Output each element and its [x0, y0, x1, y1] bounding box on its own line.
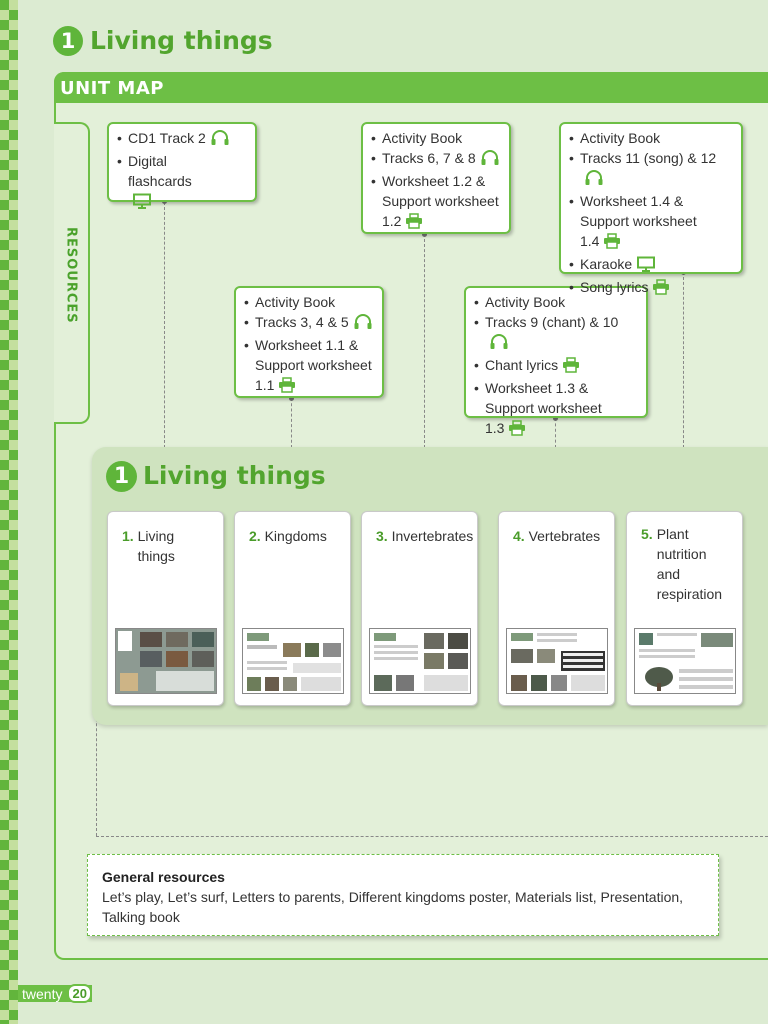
page-word: twenty	[22, 985, 63, 1002]
lesson-title: 5.Plant nutrition and respiration	[641, 526, 723, 602]
connector-line	[164, 202, 165, 448]
resources-tab	[54, 122, 90, 424]
connector-line	[96, 836, 768, 837]
general-resources-box: General resources Let’s play, Let’s surf…	[87, 854, 719, 936]
connector-line	[291, 398, 292, 448]
resource-item: Activity Book	[244, 292, 374, 312]
resource-box-3: Activity Book Tracks 6, 7 & 8 Worksheet …	[361, 122, 511, 234]
resource-item: Worksheet 1.1 & Support worksheet 1.1	[244, 335, 374, 398]
resource-item: Worksheet 1.2 & Support worksheet 1.2	[371, 171, 501, 234]
lesson-card-2[interactable]: 2. Kingdoms	[234, 511, 351, 706]
unit-map-label: UNIT MAP	[60, 78, 164, 99]
resource-item: Tracks 6, 7 & 8	[371, 148, 501, 171]
resource-item: Song lyrics	[569, 277, 733, 300]
unit-panel-title: Living things	[143, 461, 326, 490]
printer-icon	[562, 357, 580, 378]
lesson-card-4[interactable]: 4. Vertebrates	[498, 511, 615, 706]
resource-box-1: CD1 Track 2 Digital flashcards	[107, 122, 257, 209]
resource-item: CD1 Track 2	[117, 128, 247, 151]
resource-item: Tracks 11 (song) & 12	[569, 148, 733, 191]
page-edge-stripes	[0, 0, 18, 1024]
resources-label-wrap: RESOURCES	[56, 227, 86, 324]
lesson-title: 2. Kingdoms	[249, 528, 327, 544]
lesson-card-3[interactable]: 3. Invertebrates	[361, 511, 478, 706]
resource-box-5: Activity Book Tracks 11 (song) & 12 Work…	[559, 122, 743, 297]
lesson-thumbnail	[369, 628, 471, 694]
lesson-title: 4. Vertebrates	[513, 528, 601, 544]
unit-panel-number-badge: 1	[106, 461, 137, 492]
headphones-icon	[489, 334, 509, 355]
resource-box-4: Activity Book Tracks 9 (chant) & 10 Chan…	[464, 286, 648, 436]
printer-icon	[405, 213, 423, 234]
resource-item: Tracks 9 (chant) & 10	[474, 312, 638, 355]
headphones-icon	[210, 130, 230, 151]
resource-box-2: Activity Book Tracks 3, 4 & 5 Worksheet …	[234, 286, 384, 398]
general-resources-heading: General resources	[102, 869, 225, 885]
printer-icon	[652, 279, 670, 300]
printer-icon	[278, 377, 296, 398]
resource-item: Karaoke	[569, 254, 733, 277]
resource-item: Worksheet 1.3 & Support worksheet 1.3	[474, 378, 604, 441]
lesson-thumbnail	[242, 628, 344, 694]
general-resources-text: Let’s play, Let’s surf, Letters to paren…	[102, 889, 684, 925]
resource-item: Activity Book	[569, 128, 733, 148]
resource-item: Activity Book	[371, 128, 501, 148]
unit-map-bar	[54, 72, 768, 103]
headphones-icon	[584, 170, 604, 191]
printer-icon	[508, 420, 526, 441]
resource-item: Activity Book	[474, 292, 638, 312]
page-footer: twenty 20	[18, 984, 92, 1003]
resources-label: RESOURCES	[63, 226, 79, 324]
headphones-icon	[480, 150, 500, 171]
resource-item: Tracks 3, 4 & 5	[244, 312, 374, 335]
connector-dot	[289, 396, 294, 401]
connector-dot	[422, 232, 427, 237]
lesson-title: 1. Living things	[122, 528, 175, 564]
page-number: 20	[67, 984, 92, 1003]
unit-number-badge: 1	[53, 26, 83, 56]
monitor-icon	[636, 256, 656, 277]
resource-item: Worksheet 1.4 & Support worksheet 1.4	[569, 191, 699, 254]
headphones-icon	[353, 314, 373, 335]
resource-item: Digital flashcards	[117, 151, 207, 214]
lesson-thumbnail	[115, 628, 217, 694]
connector-line	[424, 234, 425, 448]
lesson-card-5[interactable]: 5.Plant nutrition and respiration	[626, 511, 743, 706]
page-title: Living things	[90, 26, 273, 55]
lesson-thumbnail	[634, 628, 736, 694]
lesson-card-1[interactable]: 1. Living things	[107, 511, 224, 706]
printer-icon	[603, 233, 621, 254]
connector-line	[683, 272, 684, 448]
monitor-icon	[132, 193, 152, 214]
lesson-title: 3. Invertebrates	[376, 528, 474, 544]
lesson-thumbnail	[506, 628, 608, 694]
resource-item: Chant lyrics	[474, 355, 638, 378]
